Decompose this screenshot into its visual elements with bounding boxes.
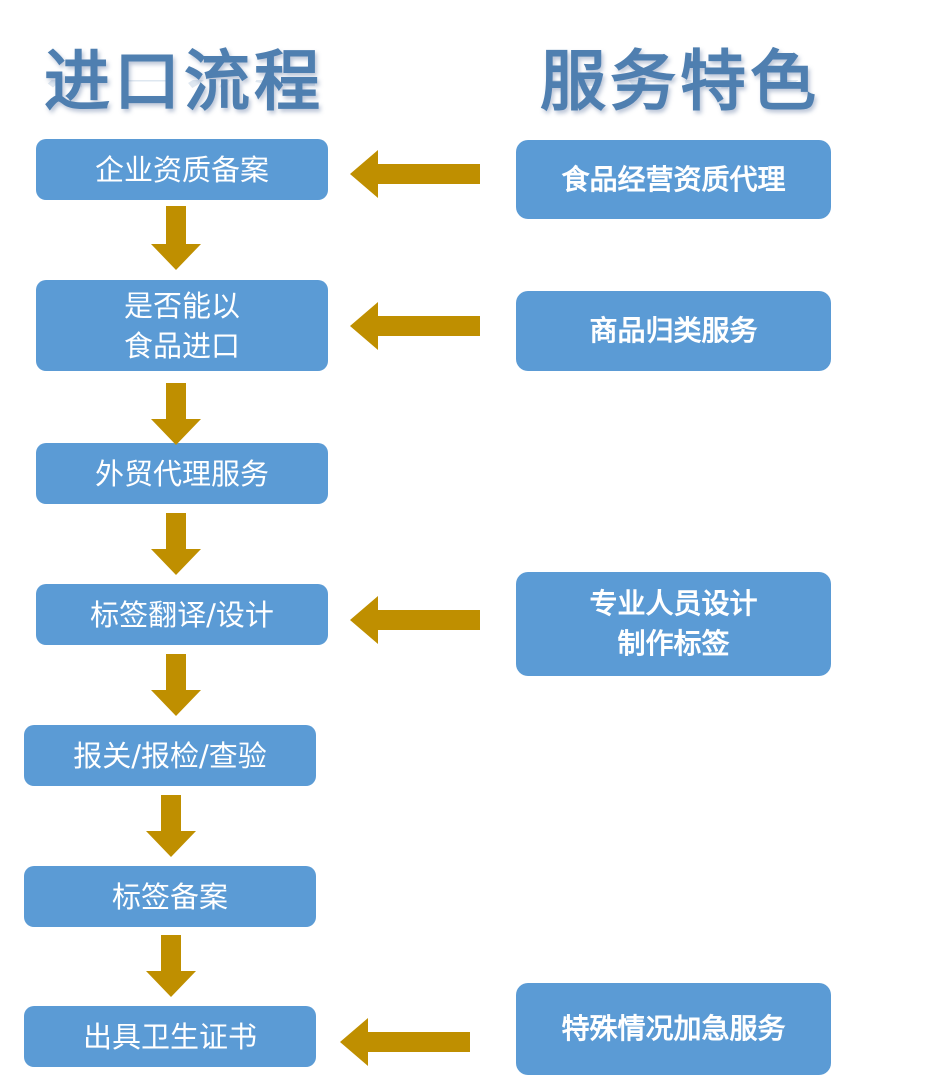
features-heading: 服务特色	[540, 42, 820, 120]
down-arrow-icon	[151, 513, 201, 575]
left-arrow-icon	[350, 596, 480, 644]
down-arrow-icon	[151, 654, 201, 716]
down-arrow-icon	[151, 383, 201, 445]
left-arrow-icon	[350, 150, 480, 198]
process-step-import-eligibility: 是否能以 食品进口	[36, 280, 328, 371]
feature-urgent-service: 特殊情况加急服务	[516, 983, 831, 1075]
process-heading: 进口流程	[44, 42, 324, 120]
process-step-company-filing: 企业资质备案	[36, 139, 328, 200]
process-step-customs-inspection: 报关/报检/查验	[24, 725, 316, 786]
feature-product-classification: 商品归类服务	[516, 291, 831, 371]
down-arrow-icon	[146, 935, 196, 997]
process-step-label-filing: 标签备案	[24, 866, 316, 927]
down-arrow-icon	[146, 795, 196, 857]
process-step-health-certificate: 出具卫生证书	[24, 1006, 316, 1067]
process-step-trade-agency: 外贸代理服务	[36, 443, 328, 504]
down-arrow-icon	[151, 206, 201, 270]
left-arrow-icon	[340, 1018, 470, 1066]
process-step-label-translation: 标签翻译/设计	[36, 584, 328, 645]
feature-label-design: 专业人员设计 制作标签	[516, 572, 831, 676]
feature-food-license-agency: 食品经营资质代理	[516, 140, 831, 219]
left-arrow-icon	[350, 302, 480, 350]
